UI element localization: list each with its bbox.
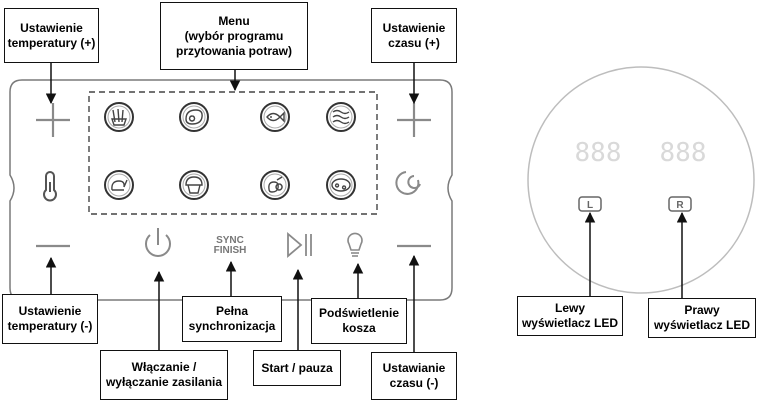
fries-icon[interactable]: [104, 102, 134, 132]
sync-text-line1: SYNC: [216, 235, 244, 246]
fish-icon[interactable]: [260, 102, 290, 132]
led-display: 888 888 L R: [527, 66, 755, 294]
label-start: Start / pauza: [253, 350, 341, 386]
menu-icons: [104, 102, 356, 200]
pizza-icon[interactable]: [326, 170, 356, 200]
timer-icon: [395, 171, 421, 195]
temp-plus-icon: [36, 103, 70, 137]
callout-arrows: [45, 63, 688, 352]
vegetables-icon[interactable]: [260, 170, 290, 200]
light-bulb-icon[interactable]: [347, 232, 363, 257]
play-pause-icon[interactable]: [287, 232, 312, 258]
left-led-digits: 888: [575, 138, 622, 168]
thermometer-icon: [43, 171, 57, 202]
label-power: Włączanie /wyłączanie zasilania: [100, 350, 228, 400]
right-led-key-label: R: [676, 200, 684, 211]
time-plus-icon: [397, 103, 431, 137]
left-led-key-label: L: [587, 200, 593, 211]
left-led-key: [578, 196, 602, 212]
menu-selection-box: [88, 91, 378, 215]
sync-text-line2: FINISH: [214, 245, 247, 256]
right-led-key: [668, 196, 692, 212]
chicken-icon[interactable]: [104, 170, 134, 200]
power-icon[interactable]: [145, 228, 171, 257]
bacon-icon[interactable]: [326, 102, 356, 132]
steak-icon[interactable]: [179, 102, 209, 132]
muffin-icon[interactable]: [179, 170, 209, 200]
right-led-digits: 888: [660, 138, 707, 168]
control-panel: [9, 79, 453, 301]
